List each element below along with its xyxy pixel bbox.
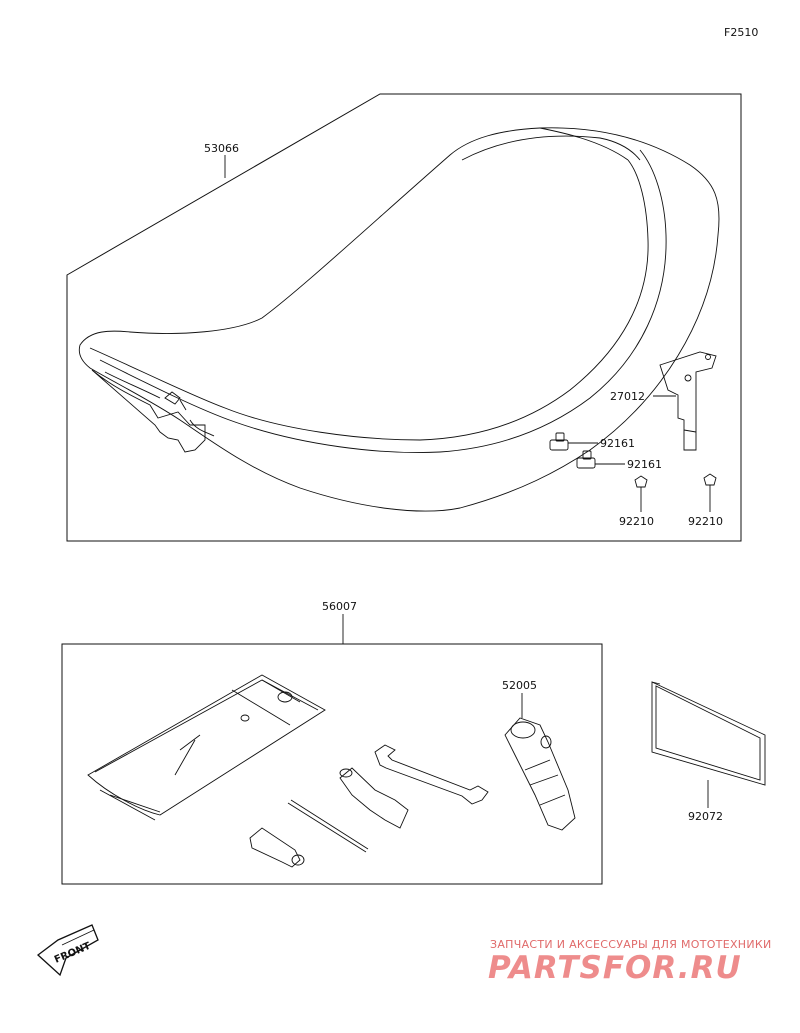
front-label: FRONT (53, 941, 93, 966)
watermark-tagline: ЗАПЧАСТИ И АКСЕССУАРЫ ДЛЯ МОТОТЕХНИКИ (490, 938, 772, 951)
part-label-92161-a[interactable]: 92161 (600, 437, 635, 450)
box-wrench-drawing (339, 767, 409, 829)
nut-b-drawing (703, 473, 717, 486)
part-label-27012[interactable]: 27012 (610, 390, 645, 403)
part-label-52005[interactable]: 52005 (502, 679, 537, 692)
toolkit-panel-frame (61, 643, 603, 885)
manual-drawing (651, 681, 766, 786)
clip-a-drawing (549, 432, 569, 451)
part-label-56007[interactable]: 56007 (322, 600, 357, 613)
spanner-drawing (374, 744, 489, 805)
figure-code: F2510 (724, 26, 758, 39)
seat-drawing (78, 127, 720, 512)
part-label-92210-a[interactable]: 92210 (619, 515, 654, 528)
part-label-53066[interactable]: 53066 (204, 142, 239, 155)
bracket-drawing (659, 351, 717, 451)
part-label-92210-b[interactable]: 92210 (688, 515, 723, 528)
plug-wrench-drawing (504, 717, 576, 831)
part-label-92161-b[interactable]: 92161 (627, 458, 662, 471)
part-label-92072[interactable]: 92072 (688, 810, 723, 823)
handle-drawing (249, 827, 305, 868)
screwdriver-drawing (287, 799, 369, 853)
seat-panel-frame (66, 93, 742, 542)
nut-a-drawing (634, 475, 648, 488)
watermark-brand: PARTSFOR.RU (488, 950, 742, 986)
tool-bag-drawing (87, 674, 326, 821)
front-arrow-icon: FRONT (36, 924, 99, 977)
clip-b-drawing (576, 450, 596, 469)
